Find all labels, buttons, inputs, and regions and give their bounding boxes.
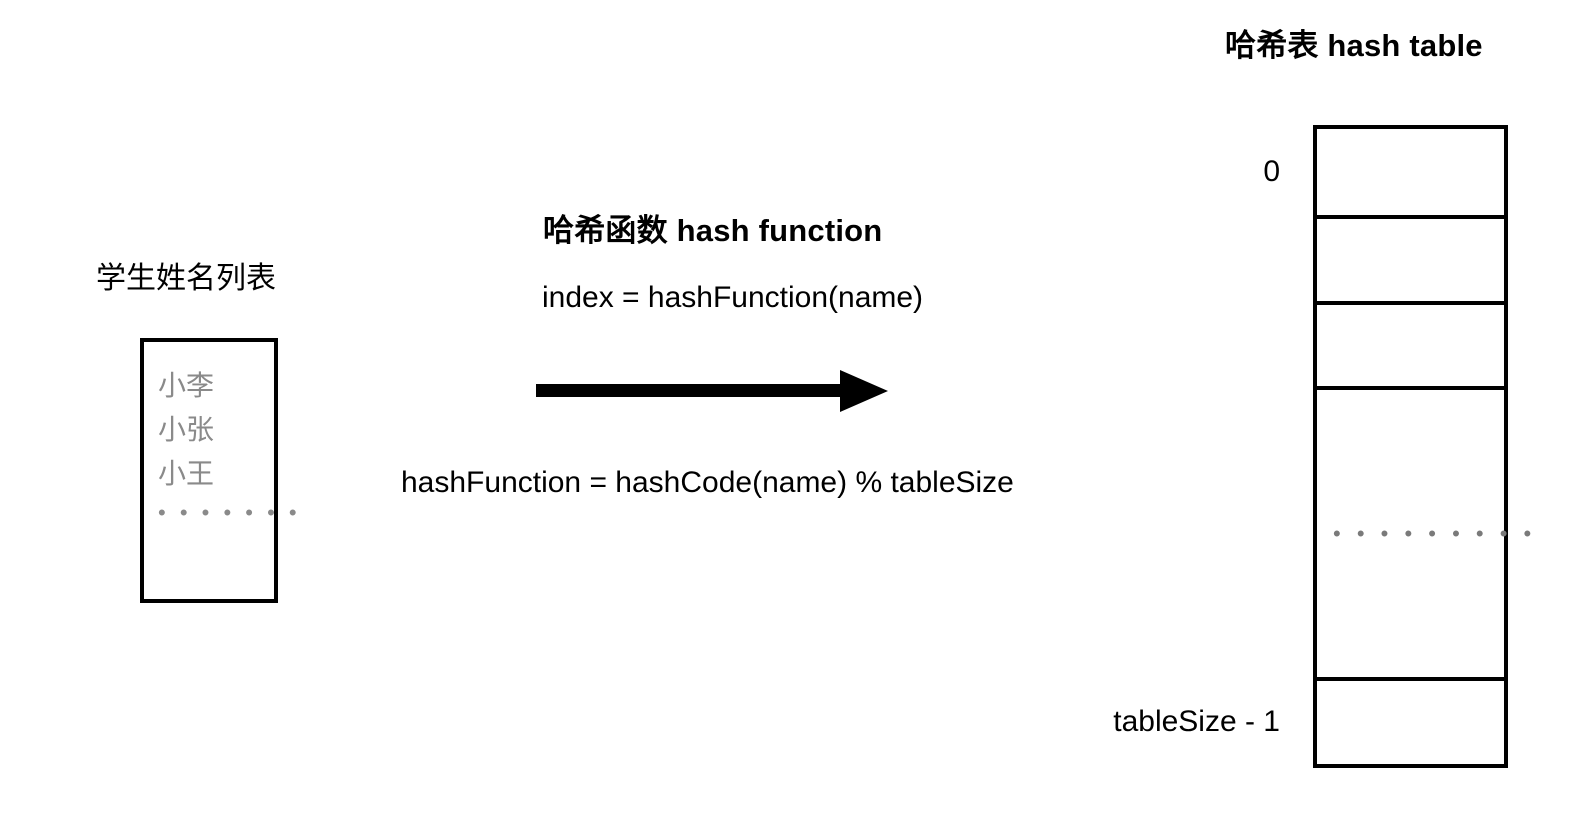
hash-table-ellipsis: • • • • • • • • • — [1333, 520, 1537, 546]
hash-table-cell[interactable] — [1317, 305, 1504, 390]
list-item: 小张 — [158, 414, 215, 445]
list-item: 小王 — [158, 458, 215, 489]
hash-table-title: 哈希表 hash table — [1225, 20, 1483, 65]
hash-table-cell[interactable] — [1317, 129, 1504, 219]
hash-table-grid: • • • • • • • • • — [1313, 125, 1531, 768]
student-name-items: 小李 小张 小王 • • • • • • • — [158, 364, 301, 530]
hash-function-heading: 哈希函数 hash function — [543, 213, 883, 248]
hash-function-index-formula: index = hashFunction(name) — [542, 281, 924, 314]
hash-table-index-last: tableSize - 1 — [1113, 705, 1280, 738]
list-ellipsis: • • • • • • • — [158, 500, 301, 525]
list-item: 小李 — [158, 370, 215, 401]
hash-table-cell[interactable] — [1317, 219, 1504, 305]
hash-table-cell-range[interactable]: • • • • • • • • • — [1317, 390, 1531, 681]
student-list-box: 小李 小张 小王 • • • • • • • — [140, 338, 301, 603]
student-list-label: 学生姓名列表 — [96, 262, 276, 295]
hash-function-definition-formula: hashFunction = hashCode(name) % tableSiz… — [401, 466, 1014, 499]
mapping-arrow-icon — [536, 368, 892, 414]
hash-table-index-first: 0 — [1263, 155, 1280, 188]
hash-table-title-text: 哈希表 hash table — [1225, 28, 1483, 63]
hash-table-cell[interactable] — [1317, 681, 1504, 764]
